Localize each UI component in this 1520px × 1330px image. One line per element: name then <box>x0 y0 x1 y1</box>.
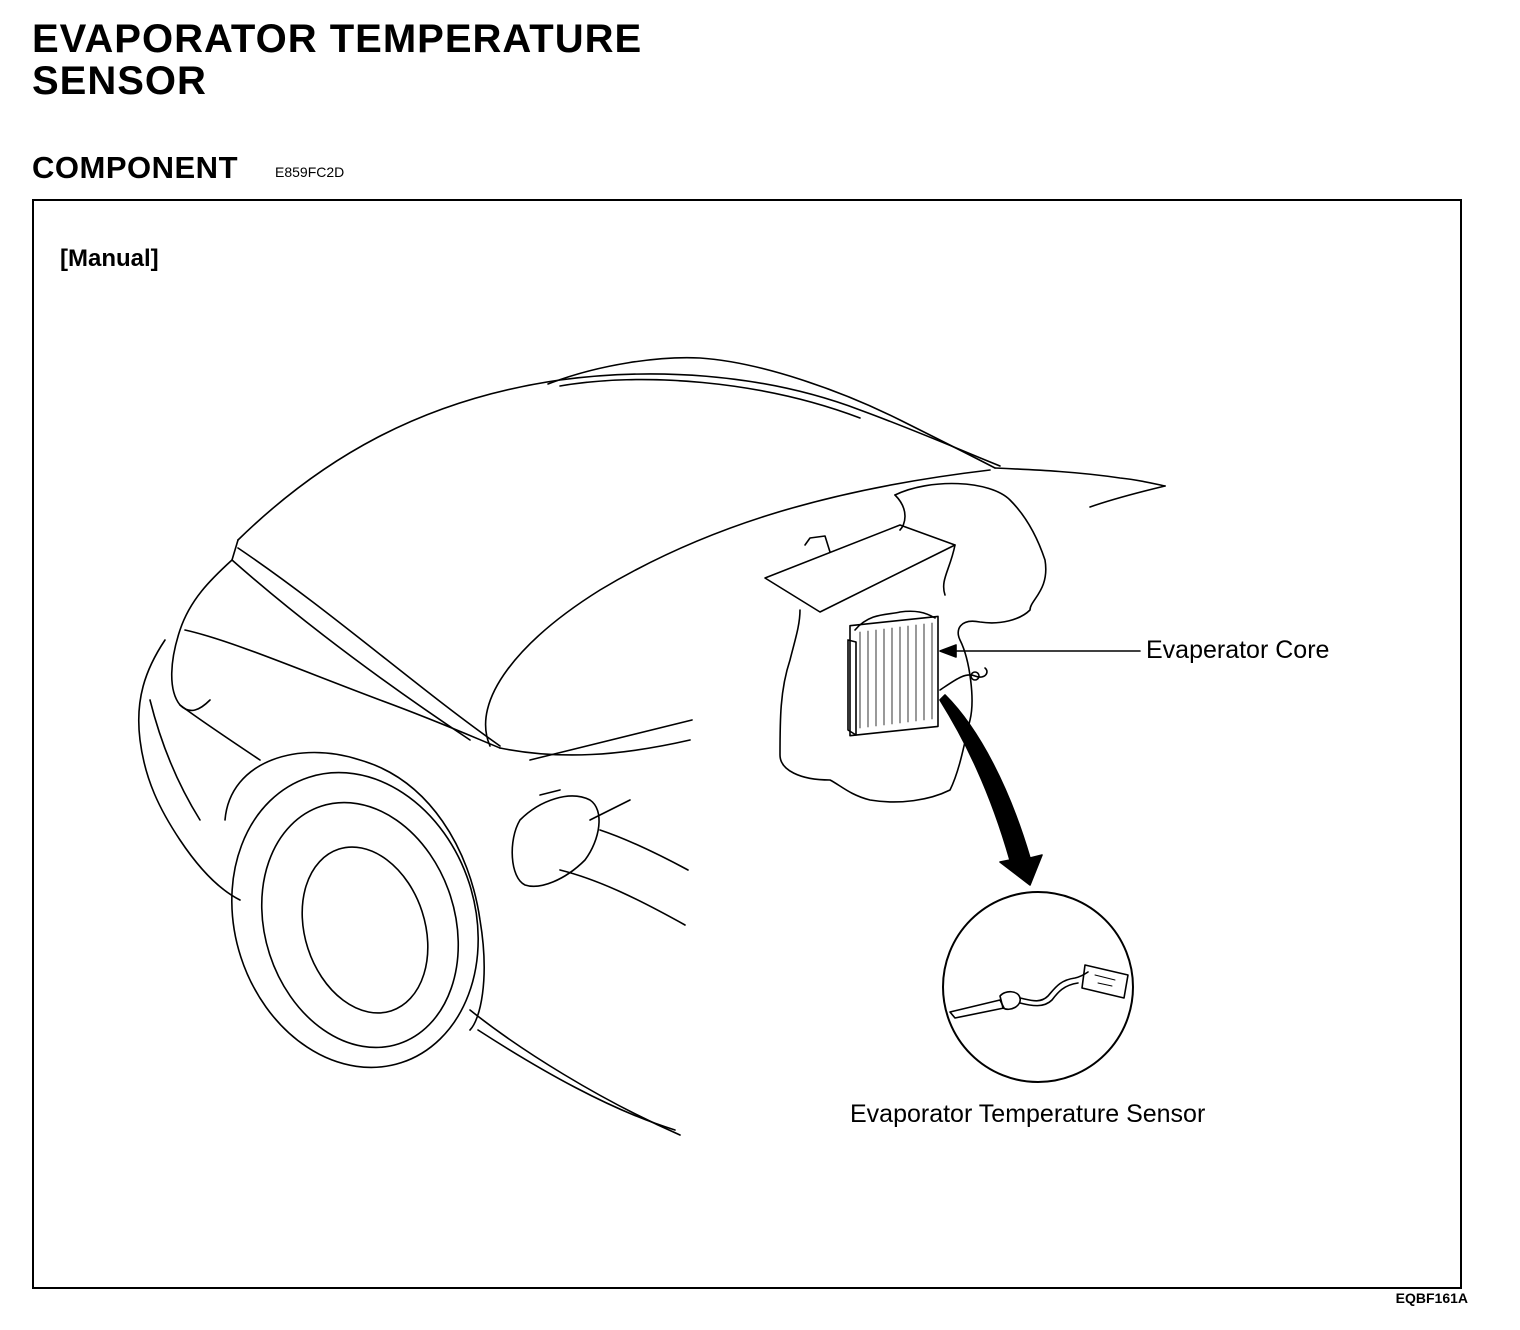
mirror-base <box>540 790 560 795</box>
side-body <box>500 740 690 755</box>
sensor-body <box>1000 992 1020 1010</box>
hvac-upper-blob <box>895 495 955 595</box>
headlamp <box>185 630 500 748</box>
sensor-plug-detail <box>1095 975 1115 986</box>
hvac-housing <box>780 484 1046 802</box>
hvac-top-panel <box>765 525 955 612</box>
rear-deck-lower <box>1090 486 1165 507</box>
mirror-stem <box>590 800 630 820</box>
sensor-probe <box>950 1000 1004 1018</box>
door-line <box>560 870 685 925</box>
lower-grille <box>150 700 200 820</box>
sensor-wire <box>940 668 987 690</box>
evaporator-core <box>850 616 938 735</box>
a-pillar <box>530 720 692 760</box>
hood-crease <box>238 548 500 746</box>
sensor-connector <box>971 672 979 680</box>
evaporator-core-label: Evaperator Core <box>1146 636 1330 664</box>
evaporator-temperature-sensor-label: Evaporator Temperature Sensor <box>850 1100 1206 1128</box>
page-title: EVAPORATOR TEMPERATURE SENSOR <box>32 18 642 102</box>
hood-line <box>238 374 1000 540</box>
figure-code: EQBF161A <box>1395 1290 1468 1306</box>
hood-front <box>486 470 990 746</box>
section-code: E859FC2D <box>275 164 345 180</box>
hvac-top-tab <box>805 536 830 552</box>
detail-pointer-arrow <box>940 695 1042 885</box>
grille <box>180 705 260 760</box>
car-outline <box>139 358 1165 1135</box>
mirror <box>512 796 599 886</box>
variant-label: [Manual] <box>60 245 159 272</box>
sensor-lead-2 <box>1020 983 1078 1006</box>
figure-frame <box>32 199 1462 1289</box>
wheel-hub <box>282 831 449 1030</box>
roof-inner <box>560 380 860 418</box>
rear-deck <box>995 468 1165 486</box>
section-heading: COMPONENT <box>32 150 238 185</box>
hvac-cutaway <box>765 484 1046 802</box>
roof-edge <box>548 358 995 468</box>
wheel-arch <box>225 753 484 1031</box>
sensor-detail-circle <box>943 892 1133 1082</box>
evaporator-top-tubes <box>855 611 935 630</box>
tire-inner <box>231 777 489 1073</box>
evaporator-side <box>848 640 856 735</box>
page-title-line-1: EVAPORATOR TEMPERATURE <box>32 17 643 61</box>
sensor-lead <box>1020 972 1088 1001</box>
page-title-line-2: SENSOR <box>32 59 207 103</box>
sensor-plug <box>1082 965 1128 998</box>
tire-outer <box>195 740 516 1099</box>
windshield <box>232 540 470 740</box>
evaporator-fins <box>860 623 932 728</box>
bumper <box>139 640 240 900</box>
side-sill <box>470 1010 680 1135</box>
side-sill-2 <box>478 1030 675 1130</box>
temperature-sensor-detail <box>950 965 1128 1018</box>
front-fascia <box>172 560 232 710</box>
core-leader-arrowhead <box>940 645 956 657</box>
door-line-2 <box>600 830 688 870</box>
